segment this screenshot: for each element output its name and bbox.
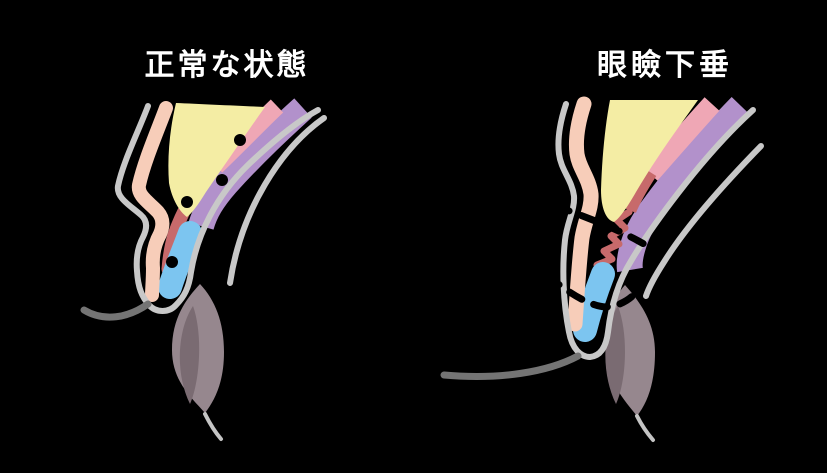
- attachment-point-dot: [181, 196, 193, 208]
- orbital-fat-region: [168, 103, 265, 217]
- attachment-point-dot: [234, 134, 246, 146]
- orbital-fat-region: [601, 100, 698, 222]
- skin-layer: [567, 96, 599, 332]
- attachment-point-dot: [216, 174, 228, 186]
- lid-surface-outline: [555, 101, 756, 361]
- eyelash: [80, 300, 152, 321]
- title-ptosis: 眼瞼下垂: [597, 48, 733, 83]
- levator-muscle-band: [642, 97, 720, 181]
- tarsal-plate: [158, 221, 202, 299]
- conjunctiva-outline: [643, 143, 764, 299]
- attachment-point-dot: [166, 256, 178, 268]
- mueller-muscle-band: [188, 98, 312, 230]
- conjunctiva-outline: [227, 115, 327, 286]
- detachment-dashed-arc-upper: [552, 202, 658, 254]
- diagram-normal: [80, 98, 327, 441]
- diagram-ptosis: [440, 96, 764, 442]
- eyeball-lower-line: [203, 412, 223, 441]
- lid-surface-outline: [114, 103, 321, 314]
- eyeball-lower-line: [635, 414, 655, 442]
- eyelash: [440, 352, 582, 380]
- eyeball-inner-lens: [179, 306, 200, 404]
- detachment-dashed-arc-lower: [544, 272, 645, 311]
- title-normal-state: 正常な状態: [144, 48, 310, 83]
- levator-aponeurosis-band: [622, 167, 657, 213]
- skin-layer: [131, 101, 173, 302]
